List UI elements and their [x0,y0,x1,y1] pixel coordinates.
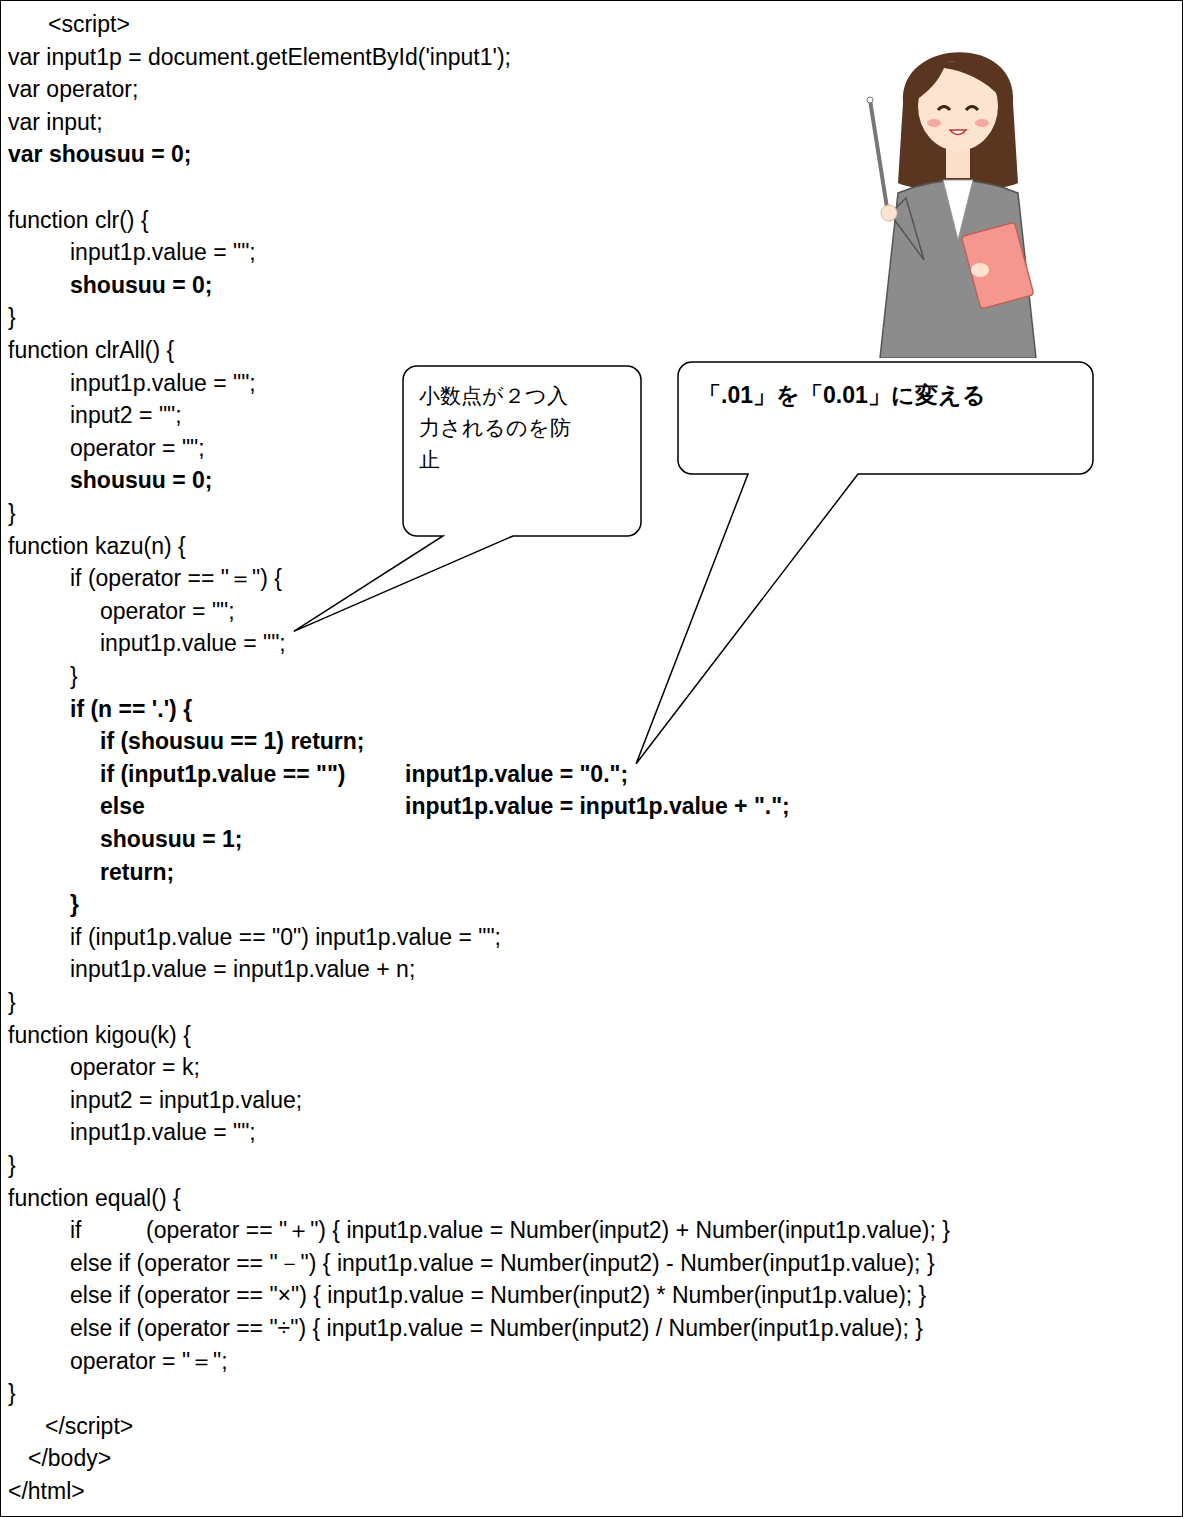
code-line: operator = ""; [100,597,235,625]
code-line: </script> [45,1412,133,1440]
code-line: if (input1p.value == "") [100,760,345,788]
code-line: input1p.value = ""; [100,629,286,657]
code-line: else if (operator == "÷") { input1p.valu… [70,1314,923,1342]
code-line: function kazu(n) { [8,532,186,560]
callout-text: 「.01」を「0.01」に変える [698,380,1073,410]
code-line: else [100,792,145,820]
code-line: if (n == '.') { [70,695,192,723]
code-line: </html> [8,1477,85,1505]
code-line: shousuu = 1; [100,825,243,853]
speech-bubble [294,366,641,631]
code-line: var operator; [8,75,138,103]
code-line: var shousuu = 0; [8,140,191,168]
code-line: operator = k; [70,1053,200,1081]
code-line: var input1p = document.getElementById('i… [8,43,511,71]
code-line: shousuu = 0; [70,466,213,494]
code-line: else if (operator == "－") { input1p.valu… [70,1249,935,1277]
code-line: if (shousuu == 1) return; [100,727,365,755]
speech-callout: 小数点が２つ入力されるのを防止 [403,366,641,536]
speech-bubble [636,362,1093,764]
code-line: function clrAll() { [8,336,174,364]
code-line: operator = "＝"; [70,1347,228,1375]
code-line: input1p.value = input1p.value + "."; [405,792,790,820]
code-line: else if (operator == "×") { input1p.valu… [70,1281,926,1309]
code-line: input1p.value = input1p.value + n; [70,955,415,983]
code-line: </body> [28,1444,111,1472]
teacher-illustration [858,8,1043,358]
code-line: function clr() { [8,206,149,234]
speech-callout: 「.01」を「0.01」に変える [678,362,1093,474]
code-line: if [70,1216,82,1244]
code-line: } [70,662,78,690]
code-line: (operator == "＋") { input1p.value = Numb… [146,1216,950,1244]
code-line: } [8,303,16,331]
code-line: function kigou(k) { [8,1021,191,1049]
code-line: operator = ""; [70,434,205,462]
code-line: input1p.value = ""; [70,369,256,397]
code-line: var input; [8,108,103,136]
code-line: input1p.value = "0."; [405,760,628,788]
code-line: input2 = ""; [70,401,182,429]
code-line: } [8,988,16,1016]
code-line: shousuu = 0; [70,271,213,299]
code-line: } [70,890,79,918]
callout-text: 小数点が２つ入力されるのを防止 [419,380,571,476]
code-line: return; [100,858,174,886]
code-line: function equal() { [8,1184,181,1212]
code-line: input1p.value = ""; [70,1118,256,1146]
code-line: <script> [48,10,130,38]
code-line: } [8,1379,16,1407]
code-line: input1p.value = ""; [70,238,256,266]
code-line: } [8,499,16,527]
code-line: input2 = input1p.value; [70,1086,302,1114]
code-line: if (input1p.value == "0") input1p.value … [70,923,501,951]
code-line: if (operator == "＝") { [70,564,282,592]
code-line: } [8,1151,16,1179]
